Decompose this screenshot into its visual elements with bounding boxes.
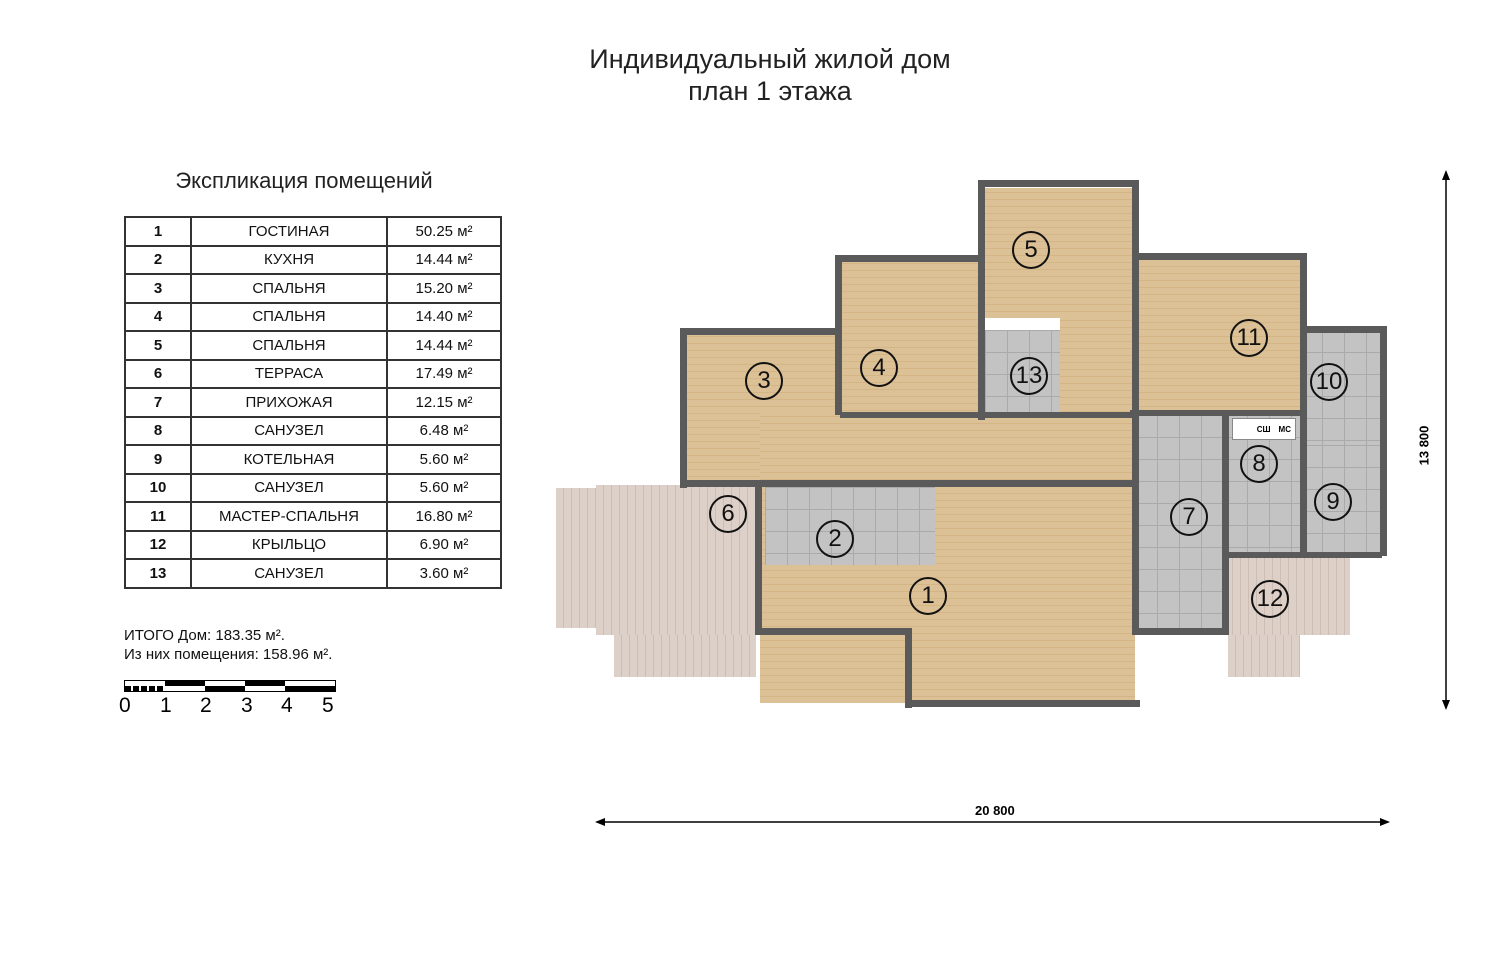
room-4 bbox=[840, 262, 985, 417]
room-number-13: 13 bbox=[1010, 357, 1048, 395]
room-number-1: 1 bbox=[909, 577, 947, 615]
room-number: 7 bbox=[124, 387, 192, 418]
room-number: 6 bbox=[124, 358, 192, 389]
room-area: 3.60 м² bbox=[386, 558, 502, 589]
room-number-8: 8 bbox=[1240, 445, 1278, 483]
room-area: 14.44 м² bbox=[386, 330, 502, 361]
room-area: 6.48 м² bbox=[386, 415, 502, 446]
room-number-11: 11 bbox=[1230, 319, 1268, 357]
room-number: 3 bbox=[124, 273, 192, 304]
terrace-steps bbox=[556, 488, 596, 628]
title-line2: план 1 этажа bbox=[688, 76, 852, 106]
room-number: 13 bbox=[124, 558, 192, 589]
room-number-4: 4 bbox=[860, 349, 898, 387]
width-dimension: 20 800 bbox=[975, 803, 1015, 818]
room-2-kitchen bbox=[765, 487, 935, 565]
room-area: 6.90 м² bbox=[386, 529, 502, 560]
terrace-steps-front bbox=[614, 635, 756, 677]
scale-label: 0 bbox=[119, 694, 131, 717]
hall bbox=[1060, 318, 1135, 418]
room-number-7: 7 bbox=[1170, 498, 1208, 536]
room-number: 5 bbox=[124, 330, 192, 361]
total-rooms: Из них помещения: 158.96 м². bbox=[124, 646, 333, 663]
room-name: САНУЗЕЛ bbox=[190, 558, 388, 589]
room-number-2: 2 bbox=[816, 520, 854, 558]
scale-bar bbox=[124, 680, 336, 692]
scale-label: 1 bbox=[160, 694, 172, 717]
title-line1: Индивидуальный жилой дом bbox=[589, 44, 951, 74]
room-number-10: 10 bbox=[1310, 363, 1348, 401]
scale-label: 4 bbox=[281, 694, 293, 717]
legend-title: Экспликация помещений bbox=[175, 168, 433, 193]
room-area: 50.25 м² bbox=[386, 216, 502, 247]
room-area: 5.60 м² bbox=[386, 472, 502, 503]
scale-label: 2 bbox=[200, 694, 212, 717]
room-name: САНУЗЕЛ bbox=[190, 472, 388, 503]
room-area: 14.40 м² bbox=[386, 301, 502, 332]
room-5 bbox=[985, 188, 1133, 318]
washer-label: МС bbox=[1278, 424, 1291, 434]
room-name: САНУЗЕЛ bbox=[190, 415, 388, 446]
porch-steps bbox=[1228, 635, 1300, 677]
room-area: 14.44 м² bbox=[386, 244, 502, 275]
room-11 bbox=[1133, 258, 1303, 413]
shower-label: СШ bbox=[1256, 424, 1271, 434]
room-name: КРЫЛЬЦО bbox=[190, 529, 388, 560]
room-number-9: 9 bbox=[1314, 483, 1352, 521]
room-number-5: 5 bbox=[1012, 231, 1050, 269]
height-dimension: 13 800 bbox=[1416, 425, 1432, 466]
scale-label: 3 bbox=[241, 694, 253, 717]
room-number-6: 6 bbox=[709, 495, 747, 533]
room-number-12: 12 bbox=[1251, 580, 1289, 618]
scale-label: 5 bbox=[322, 694, 334, 717]
room-area: 17.49 м² bbox=[386, 358, 502, 389]
room-area: 12.15 м² bbox=[386, 387, 502, 418]
appliances: СШ МС bbox=[1232, 418, 1296, 440]
total-house: ИТОГО Дом: 183.35 м². bbox=[124, 627, 285, 644]
room-number-3: 3 bbox=[745, 362, 783, 400]
